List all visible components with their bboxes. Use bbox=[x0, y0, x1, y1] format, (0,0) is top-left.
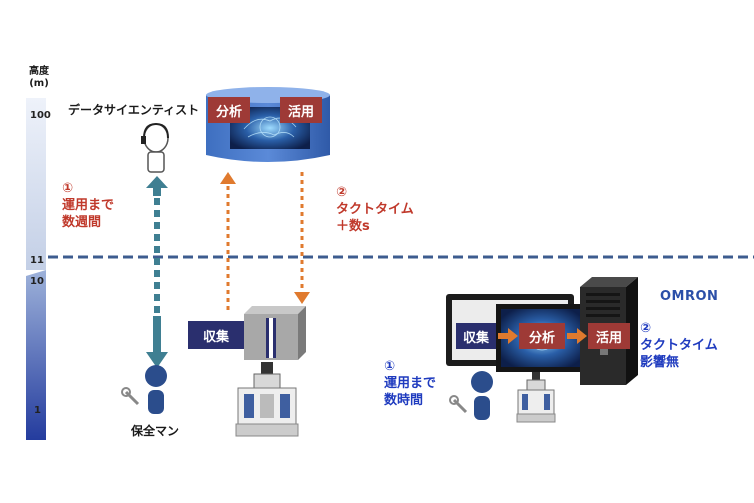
teal-link-arrow bbox=[146, 176, 168, 368]
cloud-analysis-box: 分析 bbox=[208, 97, 250, 123]
omron-logo: OMRON bbox=[660, 289, 719, 304]
axis-title: 高度 (m) bbox=[29, 66, 49, 89]
maintenance-label: 保全マン bbox=[131, 424, 180, 438]
tick-100: 100 bbox=[30, 110, 51, 121]
data-scientist-label: データサイエンティスト bbox=[68, 103, 200, 117]
edge-analysis-box: 分析 bbox=[519, 323, 565, 349]
robot-icon bbox=[235, 362, 299, 437]
maintenance-person-icon bbox=[121, 365, 167, 414]
tick-11: 11 bbox=[30, 255, 44, 266]
collect-gateway-box bbox=[244, 306, 306, 360]
edge-maintenance-person-icon bbox=[449, 371, 493, 420]
edge-note-2: ② タクトタイム 影響無 bbox=[640, 321, 718, 370]
data-scientist-icon bbox=[141, 122, 169, 173]
edge-note-1: ① 運用まで 数時間 bbox=[384, 359, 437, 408]
edge-robot-icon bbox=[516, 372, 556, 423]
edge-arrow-1 bbox=[498, 328, 518, 344]
orange-up-arrow bbox=[220, 172, 236, 314]
cloud-note-2: ② タクトタイム ＋数s bbox=[336, 185, 414, 234]
tick-1: 1 bbox=[34, 405, 41, 416]
edge-use-box: 活用 bbox=[588, 323, 630, 349]
edge-collect-box: 収集 bbox=[456, 323, 496, 349]
cloud-collect-box: 収集 bbox=[188, 321, 244, 349]
altitude-bar bbox=[26, 98, 46, 440]
tick-10: 10 bbox=[30, 276, 44, 287]
altitude-divider bbox=[48, 255, 754, 259]
cloud-use-box: 活用 bbox=[280, 97, 322, 123]
orange-down-arrow bbox=[294, 172, 310, 304]
edge-arrow-2 bbox=[567, 328, 587, 344]
cloud-note-1: ① 運用まで 数週間 bbox=[62, 181, 115, 230]
